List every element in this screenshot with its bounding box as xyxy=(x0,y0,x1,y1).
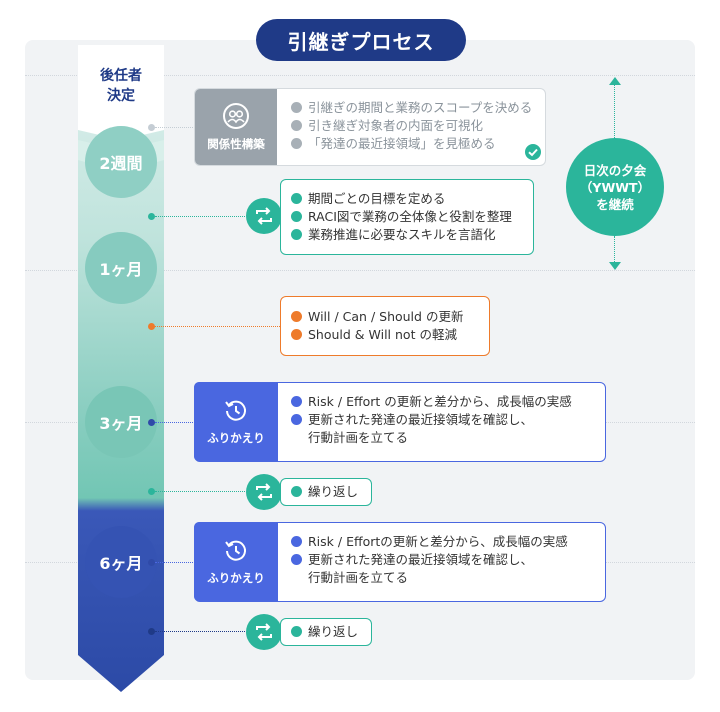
list-item: Should & Will not の軽減 xyxy=(291,326,463,344)
list-item: 引き継ぎ対象者の内面を可視化 xyxy=(291,117,532,135)
arrow-down-icon xyxy=(609,262,621,270)
list-item: 更新された発達の最近接領域を確認し、 xyxy=(291,411,572,429)
relationship-box: 関係性構築 引継ぎの期間と業務のスコープを決める 引き継ぎ対象者の内面を可視化 … xyxy=(194,88,546,166)
list-item: 引継ぎの期間と業務のスコープを決める xyxy=(291,99,532,117)
cycle-icon xyxy=(246,614,282,650)
will-can-list: Will / Can / Should の更新 Should & Will no… xyxy=(291,308,463,344)
connector xyxy=(155,562,195,563)
milestone-6months: 6ヶ月 xyxy=(85,526,157,598)
review-badge: ふりかえり xyxy=(194,382,278,461)
daily-meeting-circle: 日次の夕会 （YWWT） を継続 xyxy=(566,138,664,236)
will-can-should-box: Will / Can / Should の更新 Should & Will no… xyxy=(280,296,490,356)
grid-line xyxy=(25,75,695,76)
vertical-connector xyxy=(614,236,615,262)
history-icon xyxy=(225,540,246,561)
timeline-dot xyxy=(148,419,155,426)
connector xyxy=(155,216,245,217)
list-item: 繰り返し xyxy=(291,483,358,501)
goal-list: 期間ごとの目標を定める RACI図で業務の全体像と役割を整理 業務推進に必要なス… xyxy=(291,190,512,244)
list-item: RACI図で業務の全体像と役割を整理 xyxy=(291,208,512,226)
review-list-2: Risk / Effortの更新と差分から、成長幅の実感 更新された発達の最近接… xyxy=(291,533,568,587)
connector xyxy=(155,127,195,128)
list-item: 繰り返し xyxy=(291,623,358,641)
timeline-dot xyxy=(148,488,155,495)
list-item: 業務推進に必要なスキルを言語化 xyxy=(291,226,512,244)
cycle-icon xyxy=(246,474,282,510)
goal-box: 期間ごとの目標を定める RACI図で業務の全体像と役割を整理 業務推進に必要なス… xyxy=(280,179,534,255)
list-item: 「発達の最近接領域」を見極める xyxy=(291,135,532,153)
timeline-dot xyxy=(148,213,155,220)
list-item: Will / Can / Should の更新 xyxy=(291,308,463,326)
connector xyxy=(155,631,245,632)
review-list-1: Risk / Effort の更新と差分から、成長幅の実感 更新された発達の最近… xyxy=(291,393,572,447)
check-icon xyxy=(525,144,541,160)
list-item: 行動計画を立てる xyxy=(308,570,409,585)
list-item: Risk / Effort の更新と差分から、成長幅の実感 xyxy=(291,393,572,411)
grid-line xyxy=(25,270,695,271)
milestone-start: 後任者 決定 xyxy=(100,68,142,104)
connector xyxy=(155,491,245,492)
review-box-2: ふりかえり Risk / Effortの更新と差分から、成長幅の実感 更新された… xyxy=(194,522,606,602)
people-icon xyxy=(223,103,249,129)
review-badge: ふりかえり xyxy=(194,522,278,601)
list-item: 更新された発達の最近接領域を確認し、 xyxy=(291,551,568,569)
review-box-1: ふりかえり Risk / Effort の更新と差分から、成長幅の実感 更新され… xyxy=(194,382,606,462)
timeline-dot xyxy=(148,124,155,131)
connector xyxy=(155,326,280,327)
relationship-badge: 関係性構築 xyxy=(195,89,277,165)
milestone-1month: 1ヶ月 xyxy=(85,232,157,304)
relationship-list: 引継ぎの期間と業務のスコープを決める 引き継ぎ対象者の内面を可視化 「発達の最近… xyxy=(291,99,532,153)
list-item: 期間ごとの目標を定める xyxy=(291,190,512,208)
list-item: Risk / Effortの更新と差分から、成長幅の実感 xyxy=(291,533,568,551)
vertical-connector xyxy=(614,85,615,138)
page-title: 引継ぎプロセス xyxy=(256,19,466,61)
milestone-2weeks: 2週間 xyxy=(85,126,157,198)
milestone-3months: 3ヶ月 xyxy=(85,386,157,458)
timeline-dot xyxy=(148,628,155,635)
cycle-icon xyxy=(246,198,282,234)
arrow-up-icon xyxy=(609,77,621,85)
repeat-box-1: 繰り返し xyxy=(280,478,372,506)
repeat-box-2: 繰り返し xyxy=(280,618,372,646)
connector xyxy=(155,422,195,423)
timeline-dot xyxy=(148,323,155,330)
list-item: 行動計画を立てる xyxy=(308,430,409,445)
timeline-dot xyxy=(148,559,155,566)
history-icon xyxy=(225,400,246,421)
